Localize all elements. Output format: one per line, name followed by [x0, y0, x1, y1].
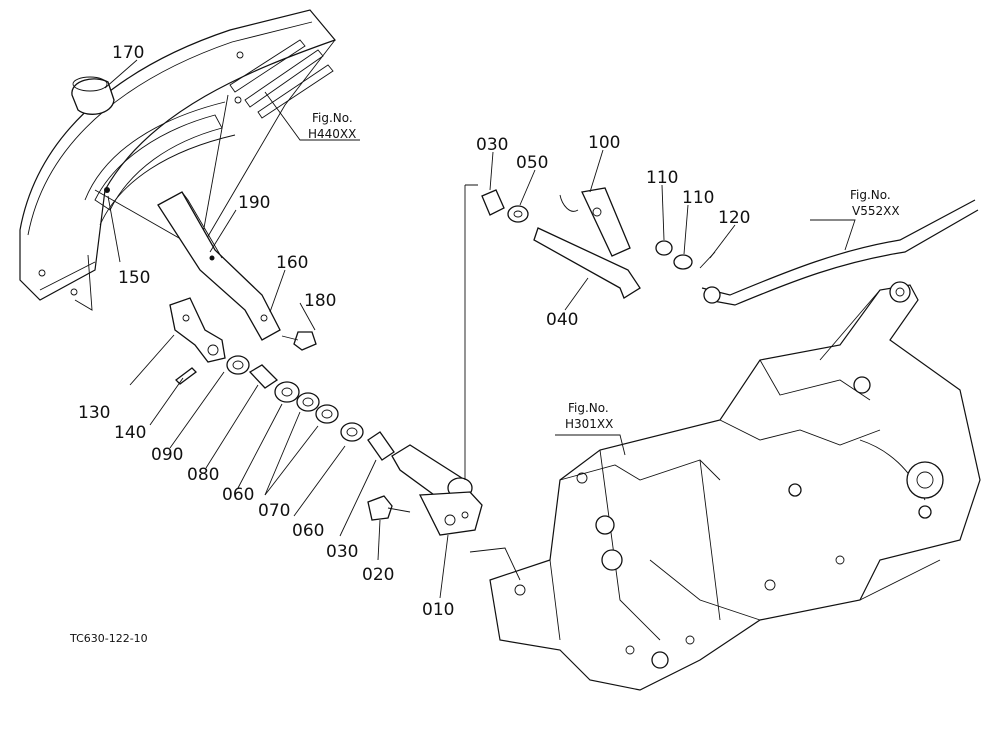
linkage-rod — [701, 199, 979, 306]
part-number: 050 — [516, 153, 548, 173]
part-number: 150 — [118, 268, 150, 288]
pin — [175, 367, 197, 385]
leader-lines — [104, 59, 856, 599]
ref-h440-line2: H440XX — [308, 127, 356, 141]
part-number: 130 — [78, 403, 110, 423]
part-number: 060 — [222, 485, 254, 505]
part-number: 020 — [362, 565, 394, 585]
part-numbers: 170 150 190 160 180 130 140 090 080 060 … — [78, 43, 750, 620]
part-number: 040 — [546, 310, 578, 330]
part-number: 080 — [187, 465, 219, 485]
part-number: 160 — [276, 253, 308, 273]
bracket — [169, 297, 226, 363]
part-number: 110 — [646, 168, 678, 188]
part-number: 190 — [238, 193, 270, 213]
part-number: 030 — [326, 542, 358, 562]
knob — [71, 76, 115, 115]
lever — [157, 191, 281, 341]
part-number: 060 — [292, 521, 324, 541]
shaft-assembly — [391, 444, 483, 536]
part-number: 180 — [304, 291, 336, 311]
part-number: 100 — [588, 133, 620, 153]
fender-plate — [19, 9, 337, 311]
ref-h440: Fig.No. H440XX — [308, 111, 356, 141]
bolt-020 — [367, 495, 411, 521]
ref-h301-line2: H301XX — [565, 417, 613, 431]
part-number: 070 — [258, 501, 290, 521]
transmission-housing — [469, 281, 981, 691]
part-number: 030 — [476, 135, 508, 155]
ref-v552-line2: V552XX — [852, 204, 900, 218]
part-number: 120 — [718, 208, 750, 228]
part-number: 090 — [151, 445, 183, 465]
part-number: 110 — [682, 188, 714, 208]
bolt — [281, 331, 317, 351]
ref-h301-line1: Fig.No. — [568, 401, 609, 415]
drawing-code: TC630-122-10 — [69, 632, 148, 645]
part-number: 010 — [422, 600, 454, 620]
ref-h301: Fig.No. H301XX — [565, 401, 613, 431]
ref-v552-line1: Fig.No. — [850, 188, 891, 202]
part-number: 170 — [112, 43, 144, 63]
ref-v552: Fig.No. V552XX — [850, 188, 900, 218]
part-number: 140 — [114, 423, 146, 443]
washer-stack — [226, 355, 395, 461]
upper-shaft-group — [481, 187, 716, 299]
ref-h440-line1: Fig.No. — [312, 111, 353, 125]
